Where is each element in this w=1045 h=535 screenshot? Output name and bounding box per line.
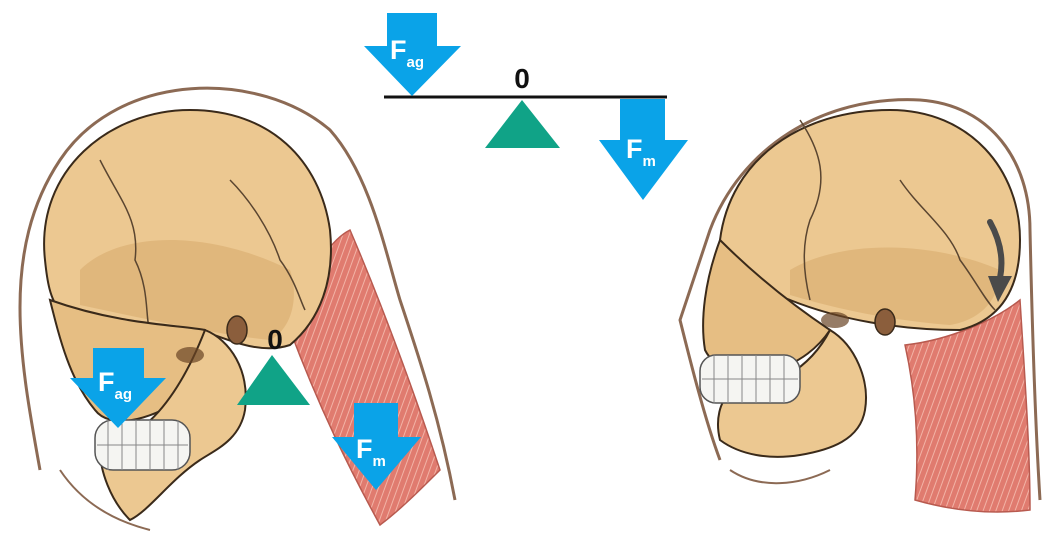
left-head-illustration: 0 Fag Fm: [20, 88, 455, 530]
force-symbol: F: [98, 367, 115, 397]
right-head-illustration: [680, 100, 1040, 512]
force-subscript: m: [643, 153, 656, 170]
left-fulcrum-label: 0: [267, 324, 283, 355]
force-symbol: F: [356, 434, 373, 464]
force-subscript: ag: [115, 386, 133, 403]
fulcrum-label: 0: [514, 63, 530, 94]
left-ear-canal: [227, 316, 247, 344]
right-neck-muscle: [905, 300, 1030, 512]
lever-model: 0 Fag Fm: [364, 13, 688, 200]
force-subscript: m: [373, 453, 386, 470]
fulcrum-triangle: [485, 100, 560, 148]
right-ear-canal: [875, 309, 895, 335]
muscle-force-arrow: Fm: [599, 99, 688, 200]
down-arrow-icon: [599, 99, 688, 200]
antigravity-force-arrow: Fag: [364, 13, 461, 96]
force-symbol: F: [626, 134, 643, 164]
force-subscript: ag: [407, 54, 425, 71]
left-fulcrum-triangle: [237, 355, 310, 405]
force-symbol: F: [390, 35, 407, 65]
